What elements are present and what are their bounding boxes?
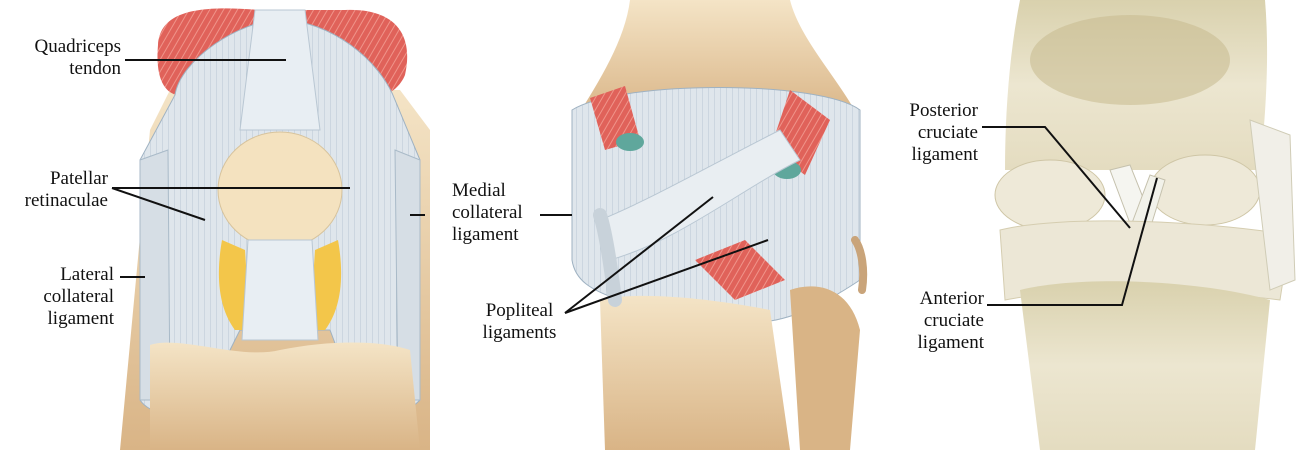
label-line: retinaculae	[6, 190, 108, 212]
label-line: ligament	[880, 332, 984, 354]
label-line: collateral	[6, 286, 114, 308]
label-line: ligament	[452, 224, 542, 246]
label-posterior-cruciate-ligament: Posterior cruciate ligament	[880, 100, 978, 166]
label-line: ligament	[880, 144, 978, 166]
label-line: ligament	[6, 308, 114, 330]
label-line: collateral	[452, 202, 542, 224]
label-quadriceps-tendon: Quadriceps tendon	[6, 36, 121, 80]
label-medial-collateral-ligament: Medial collateral ligament	[452, 180, 542, 246]
label-line: Popliteal	[472, 300, 567, 322]
label-line: tendon	[6, 58, 121, 80]
label-line: ligaments	[472, 322, 567, 344]
label-line: Lateral	[6, 264, 114, 286]
label-line: Posterior	[880, 100, 978, 122]
cadaver-tibia	[1020, 281, 1270, 450]
patella	[218, 132, 342, 248]
label-line: cruciate	[880, 310, 984, 332]
cartilage-section-1	[616, 133, 644, 151]
patellar-ligament	[242, 240, 318, 340]
posterior-fibula	[790, 286, 860, 450]
posterior-tibia	[600, 296, 790, 450]
label-line: Anterior	[880, 288, 984, 310]
femur-shadow	[1030, 15, 1230, 105]
label-line: cruciate	[880, 122, 978, 144]
posterior-knee-illustration	[572, 0, 863, 450]
label-anterior-cruciate-ligament: Anterior cruciate ligament	[880, 288, 984, 354]
lateral-condyle	[1150, 155, 1260, 225]
anterior-tibia	[150, 343, 420, 451]
anterior-knee-illustration	[120, 8, 430, 450]
label-line: Quadriceps	[6, 36, 121, 58]
label-lateral-collateral-ligament: Lateral collateral ligament	[6, 264, 114, 330]
label-patellar-retinaculae: Patellar retinaculae	[6, 168, 108, 212]
medial-condyle	[995, 160, 1105, 230]
label-line: Medial	[452, 180, 542, 202]
label-line: Patellar	[6, 168, 108, 190]
label-popliteal-ligaments: Popliteal ligaments	[472, 300, 567, 344]
